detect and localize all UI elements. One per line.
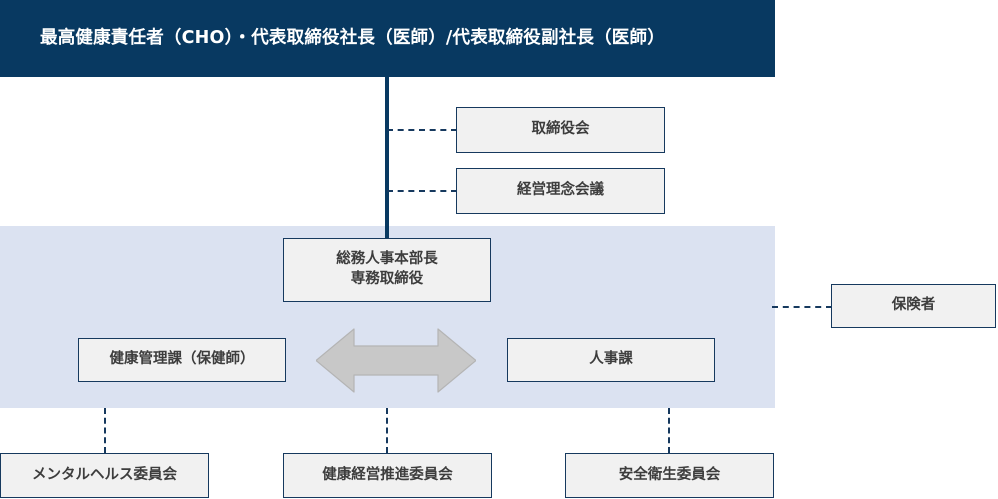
node-insurer: 保険者 — [831, 284, 996, 328]
connector-promotion-dashed — [386, 408, 388, 453]
connector-board-dashed — [387, 129, 457, 131]
page-title: 最高健康責任者（CHO）・代表取締役社長（医師）/代表取締役副社長（医師） — [40, 28, 665, 48]
connector-main-vertical — [385, 77, 389, 238]
node-mental-health-committee: メンタルヘルス委員会 — [0, 453, 209, 498]
connector-mental-health-dashed — [104, 408, 106, 453]
connector-insurer-dashed — [772, 306, 832, 308]
connector-philosophy-dashed — [387, 190, 457, 192]
header-banner — [0, 0, 775, 77]
node-hr-section: 人事課 — [507, 338, 715, 382]
node-board-of-directors: 取締役会 — [456, 107, 665, 153]
node-management-philosophy-conference: 経営理念会議 — [456, 168, 665, 214]
node-safety-and-health-committee: 安全衛生委員会 — [565, 453, 774, 498]
connector-safety-dashed — [668, 408, 670, 453]
node-health-management-section: 健康管理課（保健師） — [78, 338, 286, 382]
double-headed-arrow-icon — [316, 328, 476, 393]
node-general-affairs-hr-head: 総務人事本部長 専務取締役 — [283, 238, 491, 302]
node-health-management-promotion-committee: 健康経営推進委員会 — [283, 453, 492, 498]
